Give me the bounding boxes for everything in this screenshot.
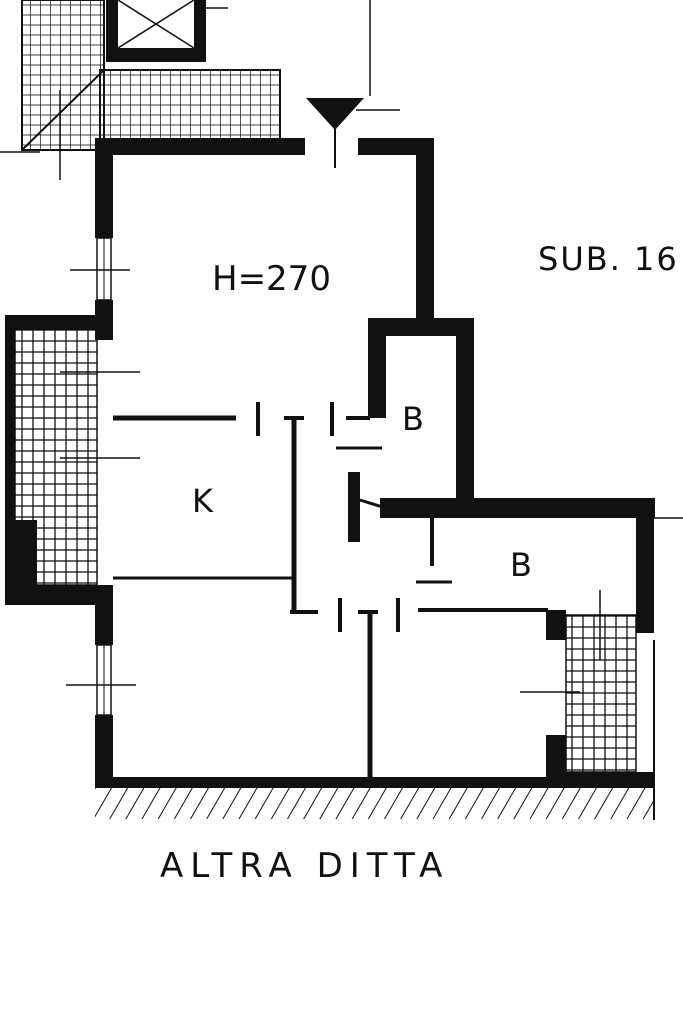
- balcony-right: [565, 614, 637, 773]
- balcony-left: [14, 328, 98, 586]
- room-label-bath-2: B: [510, 546, 532, 584]
- neighbor-boundary-hatch: [95, 787, 655, 819]
- windows: [60, 237, 683, 716]
- stairwell: [0, 0, 281, 180]
- elevator-shaft: [106, 0, 228, 62]
- room-label-kitchen: K: [192, 482, 214, 520]
- height-label: H=270: [212, 259, 331, 299]
- room-label-bath-1: B: [402, 400, 424, 438]
- unit-label: SUB. 16: [538, 240, 679, 278]
- neighbor-label: ALTRA DITTA: [160, 846, 449, 886]
- partitions: [113, 402, 548, 780]
- entrance-arrow-icon: [306, 0, 400, 168]
